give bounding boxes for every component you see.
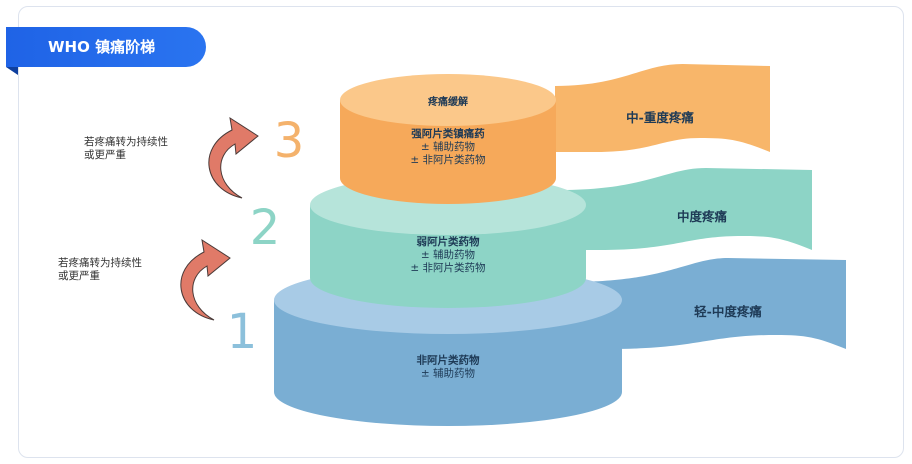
step-number-2: 2 — [250, 200, 281, 256]
step-number-3: 3 — [274, 113, 305, 169]
arrow-note-0-line-1: 或更严重 — [84, 148, 126, 161]
tier-3-drug-0: 强阿片类镇痛药 — [411, 127, 485, 140]
title-tab: WHO 镇痛阶梯 — [6, 27, 206, 67]
tier-2-drug-2: ± 非阿片类药物 — [410, 261, 485, 274]
tier-3-top — [340, 74, 556, 126]
curved-arrow-lower — [180, 238, 231, 321]
tier-3-drug-1: ± 辅助药物 — [421, 140, 475, 153]
title-tab-fold — [6, 67, 18, 75]
pain-ribbon-2 — [560, 168, 812, 250]
curved-arrow-upper — [208, 116, 259, 199]
tier-1-side — [274, 300, 622, 426]
tier-3-drug-2: ± 非阿片类药物 — [410, 153, 485, 166]
pain-label-2: 中度疼痛 — [677, 209, 728, 224]
tier-2-drug-0: 弱阿片类药物 — [417, 235, 480, 248]
arrow-note-0-line-0: 若疼痛转为持续性 — [84, 135, 168, 148]
step-number-1: 1 — [227, 304, 258, 360]
arrow-note-1-line-0: 若疼痛转为持续性 — [58, 256, 142, 269]
tier-1-drug-1: ± 辅助药物 — [421, 367, 475, 380]
pain-ribbon-3 — [555, 64, 770, 152]
tier-2-drug-1: ± 辅助药物 — [421, 248, 475, 261]
pain-label-3: 中-重度疼痛 — [626, 110, 694, 125]
tier-1-drug-0: 非阿片类药物 — [417, 354, 480, 367]
arrow-note-1-line-1: 或更严重 — [58, 269, 100, 282]
pain-label-1: 轻-中度疼痛 — [694, 304, 762, 319]
tier-3-side — [340, 100, 556, 204]
pain-ribbon-1 — [570, 258, 846, 349]
tier-3-top-label: 疼痛缓解 — [428, 95, 468, 108]
